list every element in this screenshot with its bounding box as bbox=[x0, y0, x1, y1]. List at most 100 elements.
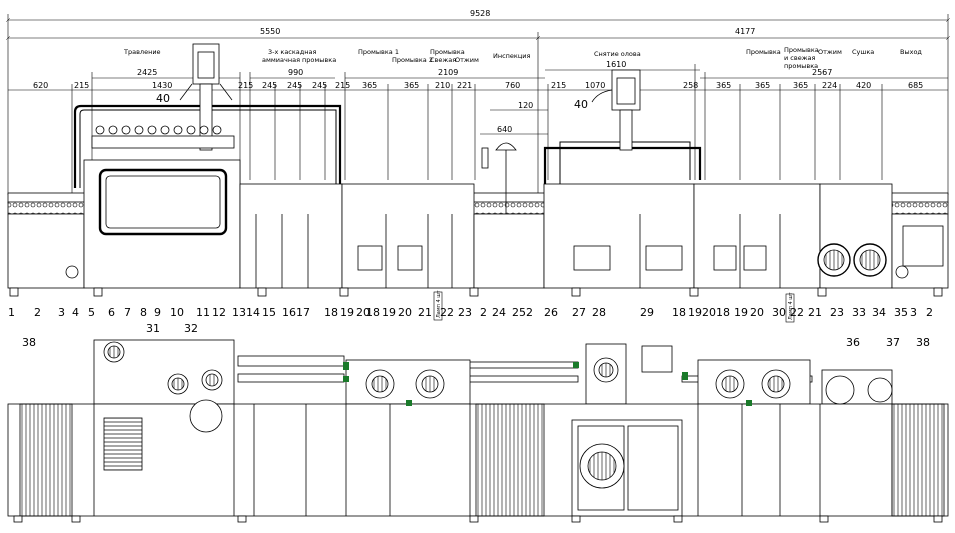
pressure-gauge-icon bbox=[160, 125, 170, 135]
pressure-gauge-icon bbox=[108, 125, 118, 135]
dim-2567: 2567 bbox=[812, 68, 832, 77]
callout-number: 2 bbox=[480, 306, 487, 319]
callout-number: 29 bbox=[640, 306, 654, 319]
callout-31: 31 bbox=[146, 322, 160, 335]
callout-number: 2 bbox=[526, 306, 533, 319]
pressure-gauge-icon bbox=[147, 125, 157, 135]
dim-seg-1070: 1070 bbox=[585, 81, 605, 90]
plan-callouts: 38 31 32 36 37 38 bbox=[22, 322, 930, 349]
callout-number: 12 bbox=[212, 306, 226, 319]
dim-seg-365b: 365 bbox=[404, 81, 419, 90]
dim-seg-258: 258 bbox=[683, 81, 698, 90]
pressure-gauge-row bbox=[95, 125, 222, 135]
dim-seg-760: 760 bbox=[505, 81, 520, 90]
section-titles: Травление 3-х каскадная аммиачная промыв… bbox=[123, 46, 922, 70]
dim-right-block: 4177 bbox=[735, 27, 755, 36]
callout-37: 37 bbox=[886, 336, 900, 349]
callout-number: 18 bbox=[324, 306, 338, 319]
dim-seg-215r: 215 bbox=[551, 81, 566, 90]
dim-2109: 2109 bbox=[438, 68, 458, 77]
dim-seg-215c: 215 bbox=[335, 81, 350, 90]
callout-number: 13 bbox=[232, 306, 246, 319]
callout-number: 18 bbox=[366, 306, 380, 319]
callout-number: 10 bbox=[170, 306, 184, 319]
callout-number: 23 bbox=[458, 306, 472, 319]
dim-1610: 1610 bbox=[606, 60, 626, 69]
callout-number: 19 bbox=[382, 306, 396, 319]
dim-seg-620: 620 bbox=[33, 81, 48, 90]
callout-number: 2 bbox=[34, 306, 41, 319]
section-rinse3: Промывка bbox=[746, 48, 781, 56]
callout-36: 36 bbox=[846, 336, 860, 349]
dim-2425: 2425 bbox=[137, 68, 157, 77]
callout-number: 27 bbox=[572, 306, 586, 319]
callout-38-left: 38 bbox=[22, 336, 36, 349]
dim-seg-215b: 215 bbox=[238, 81, 253, 90]
section-squeeze2: Отжим bbox=[818, 48, 842, 56]
lamp-label-left: Ламп 4 шт bbox=[436, 290, 442, 318]
pressure-gauge-icon bbox=[212, 125, 222, 135]
callout-number: 23 bbox=[830, 306, 844, 319]
machine-feet bbox=[9, 287, 943, 297]
dim-990: 990 bbox=[288, 68, 303, 77]
section-tin-strip: Снятие олова bbox=[594, 50, 641, 58]
dim-seg-420: 420 bbox=[856, 81, 871, 90]
section-rinse1: Промывка 1 bbox=[358, 48, 399, 56]
dim-40-right: 40 bbox=[574, 98, 588, 111]
dim-total: 9528 bbox=[470, 9, 490, 18]
callout-number: 34 bbox=[872, 306, 886, 319]
callout-number: 8 bbox=[140, 306, 147, 319]
pressure-gauge-icon bbox=[134, 125, 144, 135]
dim-seg-221: 221 bbox=[457, 81, 472, 90]
dim-120: 120 bbox=[518, 101, 533, 110]
callout-number: 20 bbox=[356, 306, 370, 319]
callout-number: 22 bbox=[440, 306, 454, 319]
callout-number: 3 bbox=[910, 306, 917, 319]
dim-seg-245a: 245 bbox=[262, 81, 277, 90]
callout-number: 15 bbox=[262, 306, 276, 319]
callout-number: 20 bbox=[702, 306, 716, 319]
section-squeeze1: Отжим bbox=[455, 56, 479, 64]
callout-number: 21 bbox=[808, 306, 822, 319]
lamp-labels: Ламп 4 шт Ламп 4 шт bbox=[433, 290, 795, 323]
callout-number: 18 bbox=[672, 306, 686, 319]
callout-number: 14 bbox=[246, 306, 260, 319]
dim-seg-224: 224 bbox=[822, 81, 837, 90]
callout-number: 4 bbox=[72, 306, 79, 319]
callout-number: 2 bbox=[926, 306, 933, 319]
dim-seg-245c: 245 bbox=[312, 81, 327, 90]
callout-number: 24 bbox=[492, 306, 506, 319]
dim-seg-245b: 245 bbox=[287, 81, 302, 90]
section-exit: Выход bbox=[900, 48, 922, 56]
dim-seg-210: 210 bbox=[435, 81, 450, 90]
section-cascade-2: аммиачная промывка bbox=[262, 56, 336, 64]
lamp-label-right: Ламп 4 шт bbox=[788, 292, 794, 320]
callout-38-right: 38 bbox=[916, 336, 930, 349]
callout-32: 32 bbox=[184, 322, 198, 335]
dim-left-block: 5550 bbox=[260, 27, 280, 36]
side-elevation bbox=[7, 43, 949, 297]
callout-number: 18 bbox=[716, 306, 730, 319]
pressure-gauge-icon bbox=[95, 125, 105, 135]
section-drying: Сушка bbox=[852, 48, 874, 56]
callout-number: 16 bbox=[282, 306, 296, 319]
dim-seg-215a: 215 bbox=[74, 81, 89, 90]
pressure-gauge-icon bbox=[173, 125, 183, 135]
callout-number: 33 bbox=[852, 306, 866, 319]
callout-number: 19 bbox=[688, 306, 702, 319]
dim-seg-365d: 365 bbox=[755, 81, 770, 90]
section-rinse-fresh-c: промывка bbox=[784, 62, 818, 70]
callout-number: 26 bbox=[544, 306, 558, 319]
callout-number: 22 bbox=[790, 306, 804, 319]
plan-view bbox=[7, 339, 949, 523]
callout-number: 6 bbox=[108, 306, 115, 319]
pressure-gauge-icon bbox=[186, 125, 196, 135]
pressure-gauge-icon bbox=[121, 125, 131, 135]
callout-number: 20 bbox=[398, 306, 412, 319]
callout-number: 30 bbox=[772, 306, 786, 319]
dim-seg-685: 685 bbox=[908, 81, 923, 90]
section-fresh-rinse-b: Свежая bbox=[430, 56, 456, 64]
callout-number: 3 bbox=[58, 306, 65, 319]
